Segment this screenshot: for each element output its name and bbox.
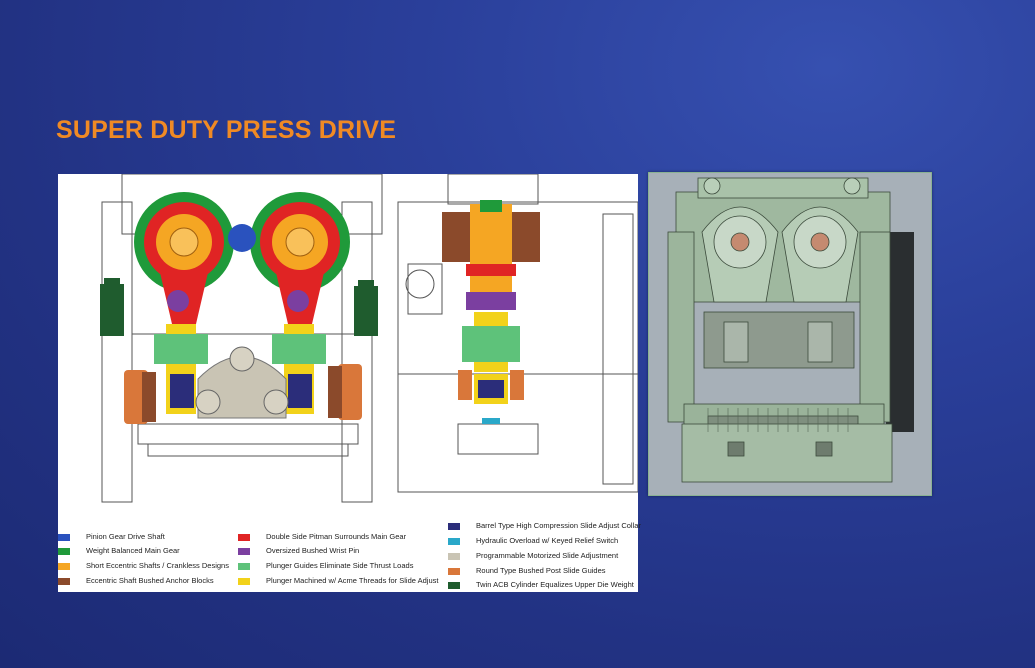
legend-swatch [58, 562, 70, 570]
legend-item: Round Type Bushed Post Slide Guides [448, 566, 606, 578]
legend-swatch [448, 522, 460, 530]
legend-swatch [238, 547, 250, 555]
legend-item: Programmable Motorized Slide Adjustment [448, 551, 618, 563]
legend-swatch [448, 552, 460, 560]
legend-item: Double Side Pitman Surrounds Main Gear [238, 532, 406, 544]
front-and-side-view-diagram [100, 174, 638, 503]
legend-item: Weight Balanced Main Gear [58, 546, 180, 558]
slide-title: SUPER DUTY PRESS DRIVE [56, 116, 397, 144]
legend-item: Eccentric Shaft Bushed Anchor Blocks [58, 576, 214, 588]
side-view-assembly [442, 200, 540, 424]
press-3d-model [648, 172, 932, 496]
legend-item: Barrel Type High Compression Slide Adjus… [448, 521, 641, 533]
legend-swatch [58, 577, 70, 585]
legend-item: Plunger Machined w/ Acme Threads for Sli… [238, 576, 438, 588]
legend-item: Twin ACB Cylinder Equalizes Upper Die We… [448, 580, 634, 592]
press-drive-drawing: Pinion Gear Drive Shaft Weight Balanced … [58, 174, 641, 592]
legend-item: Hydraulic Overload w/ Keyed Relief Switc… [448, 536, 618, 548]
motorized-slide-adjustment [195, 346, 289, 419]
component-legend: Pinion Gear Drive Shaft Weight Balanced … [58, 518, 641, 592]
legend-item: Short Eccentric Shafts / Crankless Desig… [58, 561, 229, 573]
legend-swatch [238, 562, 250, 570]
press-3d-render [648, 172, 932, 496]
right-main-gear [250, 192, 350, 414]
left-main-gear [134, 192, 234, 414]
legend-item: Oversized Bushed Wrist Pin [238, 546, 359, 558]
legend-swatch [448, 567, 460, 575]
legend-swatch [238, 577, 250, 585]
legend-swatch [448, 581, 460, 589]
legend-item: Pinion Gear Drive Shaft [58, 532, 165, 544]
legend-swatch [238, 533, 250, 541]
legend-swatch [448, 537, 460, 545]
legend-swatch [58, 533, 70, 541]
legend-swatch [58, 547, 70, 555]
legend-item: Plunger Guides Eliminate Side Thrust Loa… [238, 561, 413, 573]
